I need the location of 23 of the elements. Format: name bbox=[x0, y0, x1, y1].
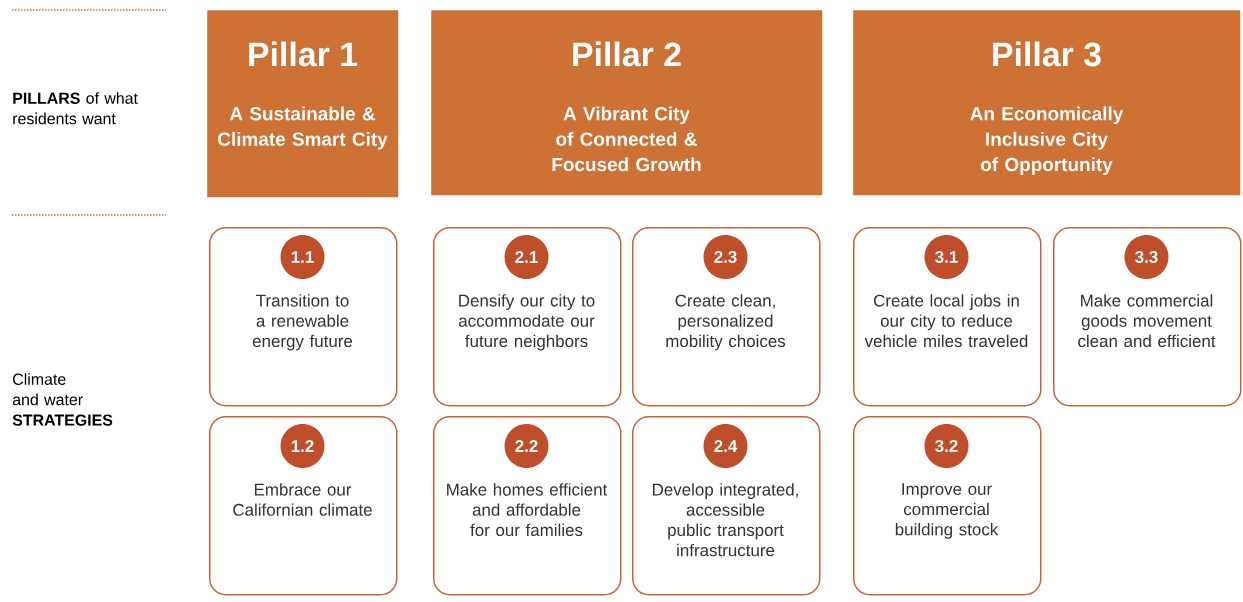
number-badge: 1.2 bbox=[280, 424, 325, 468]
number-badge: 1.1 bbox=[280, 235, 325, 279]
strategy-card: 2.2 Make homes efficient and affordable for our families bbox=[433, 416, 622, 596]
number-badge: 3.1 bbox=[924, 235, 969, 279]
number-badge: 3.2 bbox=[924, 424, 969, 468]
pillar-box: Pillar 2 A Vibrant City of Connected & Focused Growth bbox=[431, 10, 823, 196]
strategy-card: 2.4 Develop integrated, accessible public transport infrastructure bbox=[632, 416, 821, 596]
number-badge: 2.1 bbox=[504, 235, 549, 279]
strategy-card: 3.2 Improve our commercial building stock bbox=[853, 416, 1042, 596]
number-badge: 2.2 bbox=[504, 424, 549, 468]
strategy-card: 3.3 Make commercial goods movement clean and efficient bbox=[1053, 227, 1242, 407]
strategy-card: 2.1 Densify our city to accommodate our future neighbors bbox=[433, 227, 622, 407]
side-label: PILLARS of what residents want bbox=[13, 92, 138, 125]
number-badge: 2.4 bbox=[703, 424, 748, 468]
number-badge: 2.3 bbox=[703, 235, 748, 279]
strategy-card: 2.3 Create clean, personalized mobility choices bbox=[632, 227, 821, 407]
strategy-card: 1.2 Embrace our Californian climate bbox=[209, 416, 398, 596]
pillar-box: Pillar 1 A Sustainable & Climate Smart City bbox=[207, 10, 399, 198]
number-badge: 3.3 bbox=[1124, 235, 1169, 279]
side-label: Climate and water STRATEGIES bbox=[12, 373, 113, 426]
strategy-card: 3.1 Create local jobs in our city to reduce vehicle miles traveled bbox=[853, 227, 1042, 407]
strategy-card: 1.1 Transition to a renewable energy future bbox=[209, 227, 398, 407]
pillar-box: Pillar 3 An Economically Inclusive City of Opportunity bbox=[853, 10, 1241, 196]
